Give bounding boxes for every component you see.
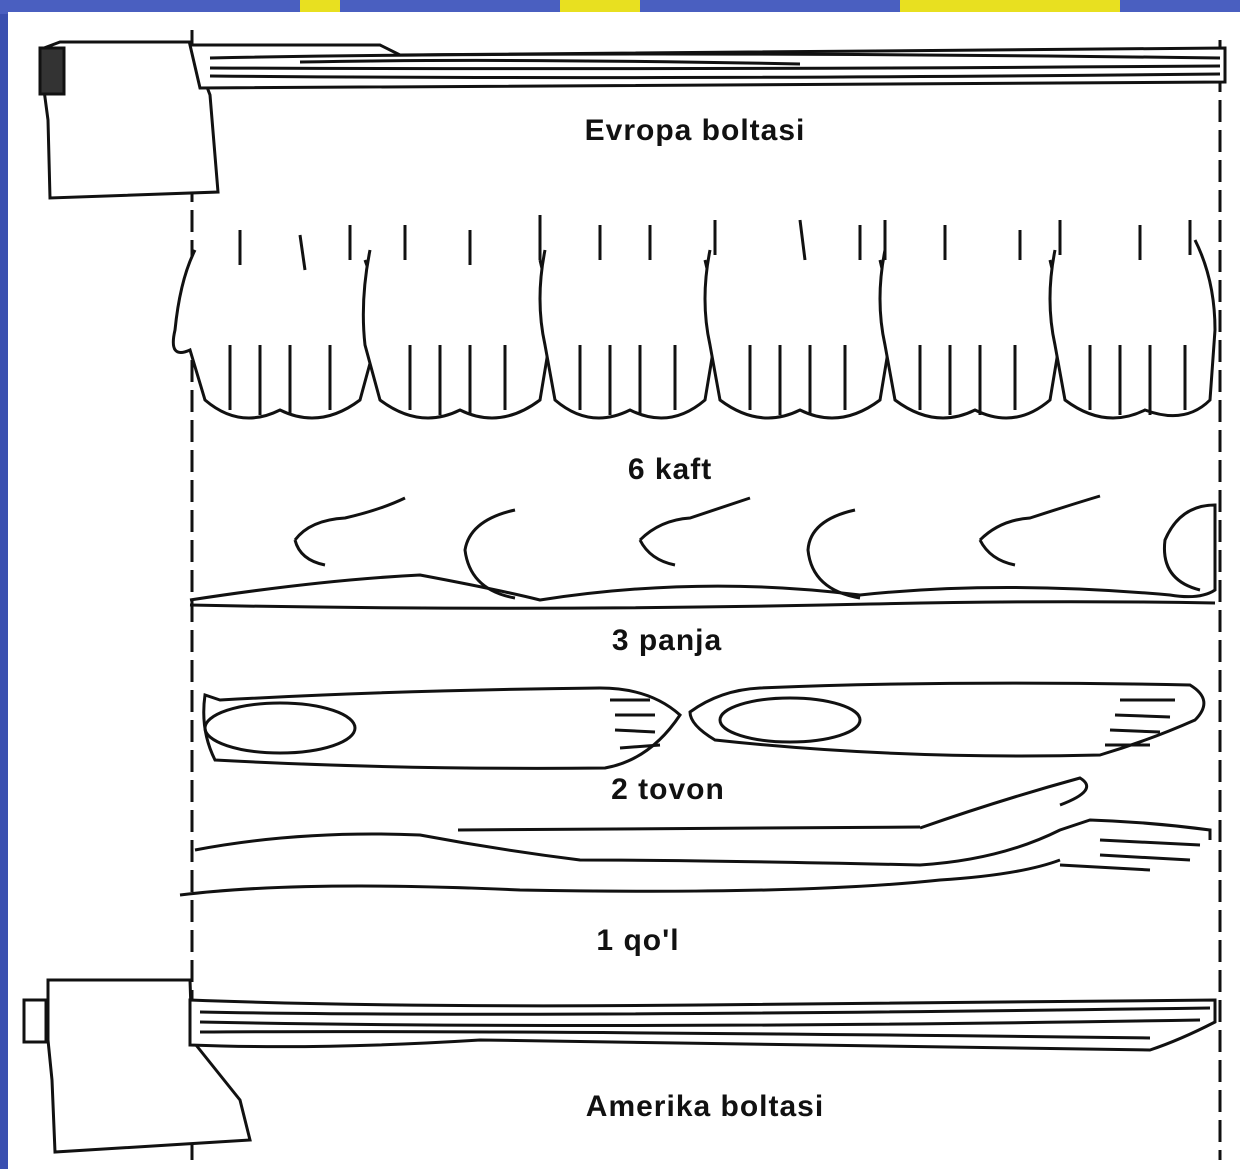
fingers-drawing [190, 496, 1215, 608]
forearm-label: 1 qo'l [438, 924, 838, 958]
palms-label: 6 kaft [470, 453, 870, 487]
american-axe-label: Amerika boltasi [505, 1090, 905, 1124]
europe-axe-label: Evropa boltasi [495, 114, 895, 148]
american-axe-drawing [24, 980, 1215, 1152]
heels-label: 2 tovon [468, 773, 868, 807]
heels-drawing [204, 683, 1204, 768]
palms-drawing [173, 215, 1215, 418]
fingers-label: 3 panja [467, 624, 867, 658]
